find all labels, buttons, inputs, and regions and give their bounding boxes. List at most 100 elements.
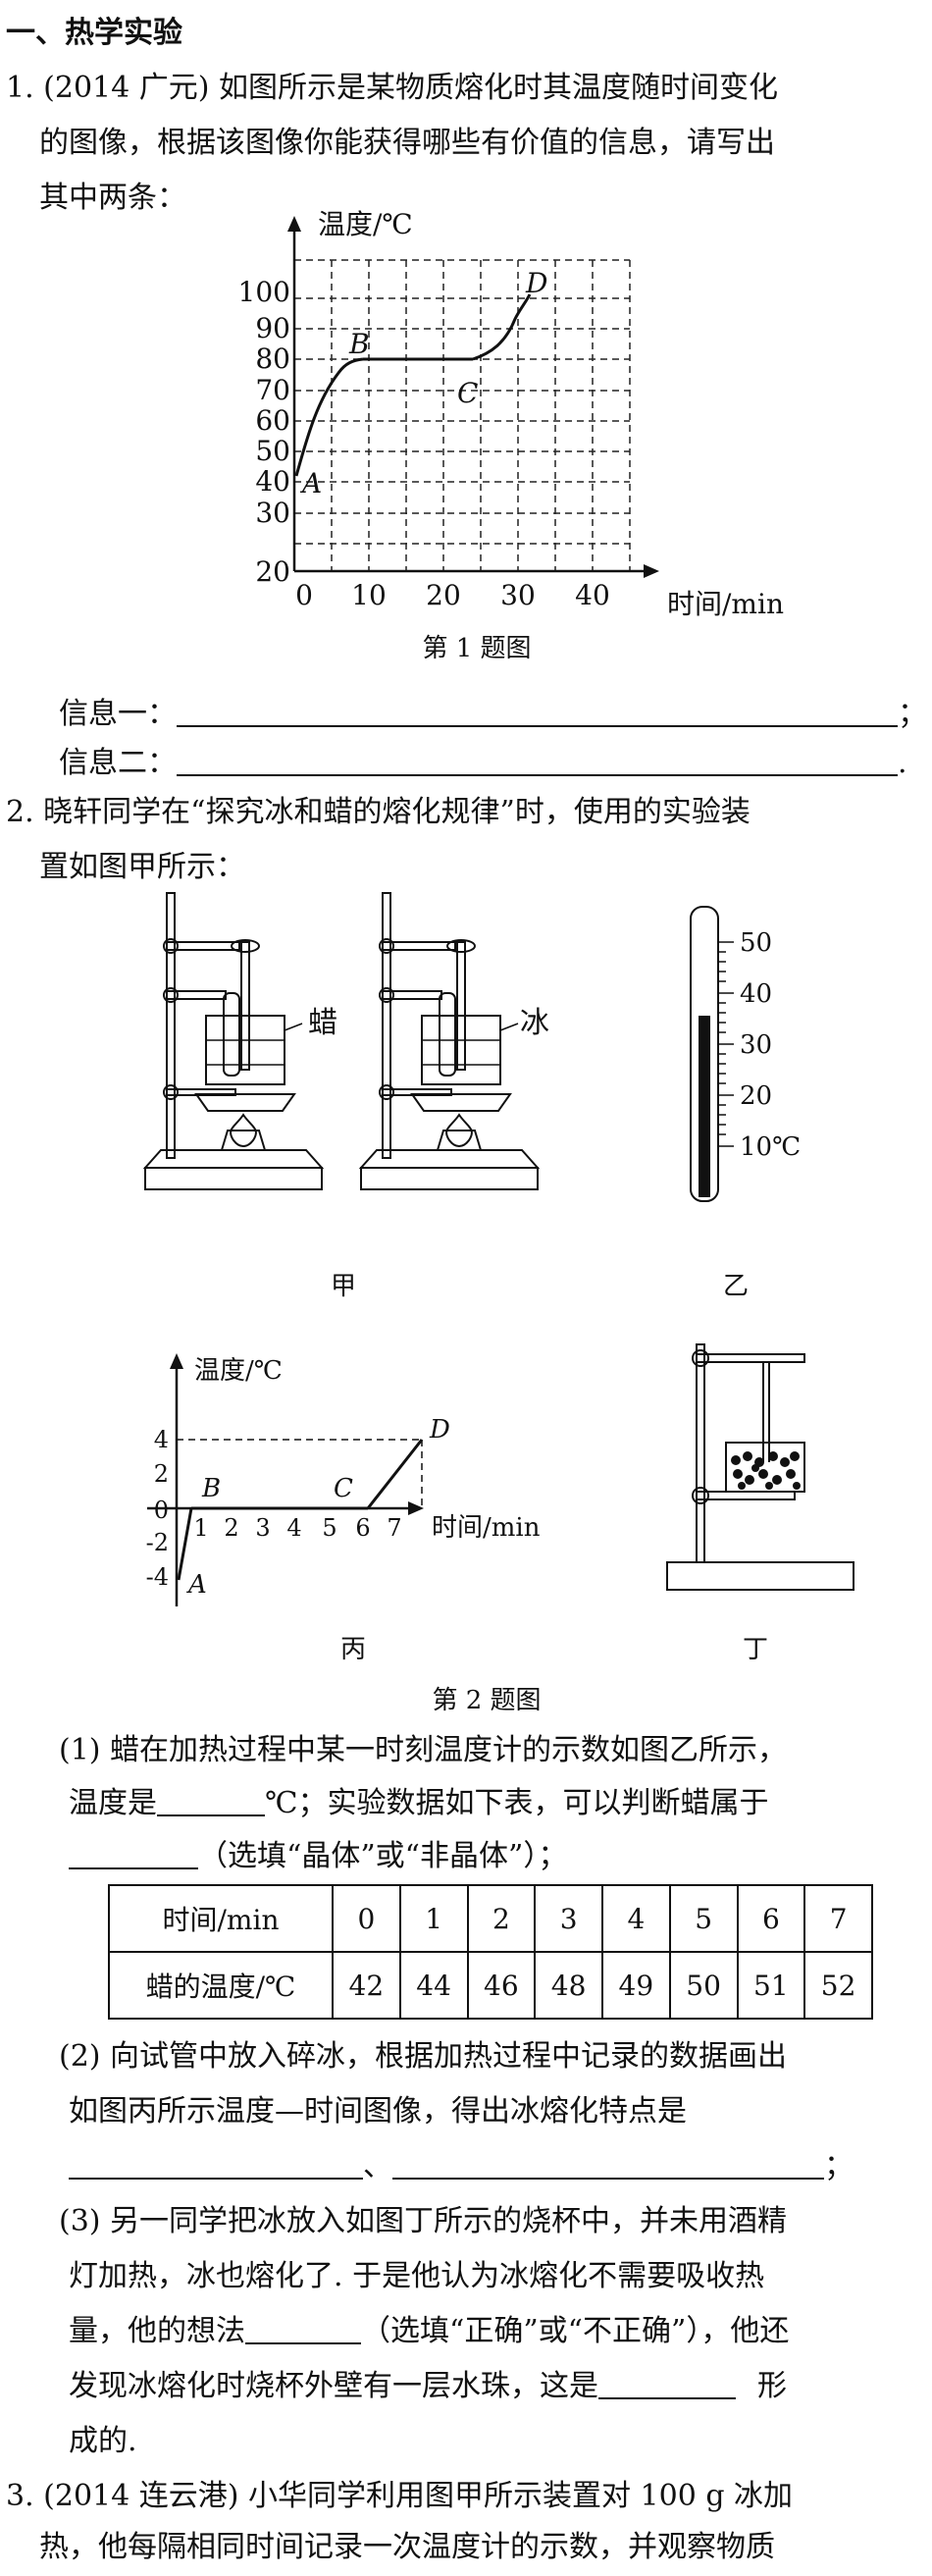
q2-p2-blank-2[interactable]	[392, 2148, 824, 2180]
q1-line-2: 的图像，根据该图像你能获得哪些有价值的信息，请写出	[39, 126, 775, 160]
q2-p3-opinion-blank[interactable]	[245, 2313, 361, 2344]
table-row: 时间/min 0 1 2 3 4 5 6 7	[108, 1884, 873, 1953]
q2-chart-bing: 温度/℃ 时间/min 4 2 0 -2 -4 1 2 3 4 5 6 7 A …	[146, 1353, 541, 1606]
q1-x-tick: 20	[426, 579, 461, 611]
table-header-cell: 7	[803, 1884, 873, 1953]
data-table: 时间/min 0 1 2 3 4 5 6 7 蜡的温度/℃ 42 44 46 4…	[108, 1884, 873, 2020]
q2-y-arrow	[170, 1353, 183, 1369]
q3-line-1: 3. (2014 连云港) 小华同学利用图甲所示装置对 100 g 冰加	[6, 2479, 794, 2513]
q2-p1-type-blank[interactable]	[69, 1838, 198, 1869]
table-header-cell: 5	[668, 1884, 739, 1953]
table-header-cell: 0	[332, 1884, 401, 1953]
table-header-cell: 6	[736, 1884, 806, 1953]
q2-x-arrow	[408, 1501, 424, 1515]
thermo-tick: 10℃	[740, 1132, 801, 1162]
q1-y-tick: 20	[255, 555, 290, 588]
thermo-tick: 50	[740, 928, 772, 958]
q1-chart-grid	[294, 259, 631, 571]
q1-info1-label: 信息一：	[59, 697, 177, 731]
q2-p3-line-1: (3) 另一同学把冰放入如图丁所示的烧杯中，并未用酒精	[59, 2204, 788, 2238]
thermo-tick: 20	[740, 1081, 772, 1111]
table-header-cell: 1	[398, 1884, 469, 1953]
q1-info2-end: .	[898, 746, 907, 780]
q2-x-tick: 2	[224, 1514, 238, 1542]
table-cell: 44	[398, 1951, 469, 2020]
q2-p1-line-1: (1) 蜡在加热过程中某一时刻温度计的示数如图乙所示，	[59, 1733, 788, 1767]
q2-p2-line-3: 、；	[69, 2139, 854, 2194]
q2-p2-end: ；	[824, 2149, 854, 2183]
q2-p2-sep: 、	[363, 2149, 392, 2183]
q2-y-label: 温度/℃	[194, 1356, 283, 1386]
q1-y-tick: 60	[255, 404, 290, 437]
q1-point-label: B	[348, 328, 370, 360]
q2-p3-line-4: 发现冰熔化时烧杯外壁有一层水珠，这是形	[69, 2359, 787, 2414]
q2-p2-blank-1[interactable]	[69, 2148, 363, 2180]
apparatus-beaker	[666, 1343, 854, 1591]
q2-x-tick: 5	[322, 1514, 337, 1542]
q1-line-1: 1. (2014 广元) 如图所示是某物质熔化时其温度随时间变化	[6, 71, 778, 105]
q2-p3-text-c: 发现冰熔化时烧杯外壁有一层水珠，这是	[69, 2369, 598, 2403]
q1-curve-ab	[294, 357, 364, 477]
label-jia: 甲	[330, 1272, 356, 1301]
thermo-tick: 30	[740, 1030, 772, 1060]
q1-y-arrow	[287, 216, 301, 232]
q1-x-tick: 0	[295, 579, 313, 611]
label-yi: 乙	[722, 1272, 749, 1301]
label-wax: 蜡	[308, 1006, 337, 1040]
q2-p1-text-b: ℃；实验数据如下表，可以判断蜡属于	[265, 1786, 769, 1820]
q1-y-tick: 90	[255, 312, 290, 344]
section-title: 一、热学实验	[6, 16, 182, 50]
q2-p3-text-b: （选填“正确”或“不正确”），他还	[361, 2314, 790, 2348]
q1-x-label: 时间/min	[667, 588, 784, 620]
q2-point-label: B	[201, 1474, 221, 1503]
q2-caption: 第 2 题图	[432, 1686, 542, 1715]
table-cell: 46	[466, 1951, 537, 2020]
table-cell: 50	[668, 1951, 739, 2020]
q2-point-label: C	[334, 1474, 353, 1503]
q2-line-1: 2. 晓轩同学在“探究冰和蜡的熔化规律”时，使用的实验装	[6, 795, 751, 829]
q2-x-tick: 3	[255, 1514, 270, 1542]
q1-y-tick: 70	[255, 374, 290, 406]
q2-line-2: 置如图甲所示：	[39, 850, 245, 884]
q1-y-label: 温度/℃	[318, 208, 413, 240]
q2-p1-temp-blank[interactable]	[157, 1785, 265, 1816]
q2-x-tick: 1	[193, 1514, 208, 1542]
q2-p3-process-blank[interactable]	[598, 2368, 736, 2399]
table-header-cell: 3	[534, 1884, 603, 1953]
q1-info1-blank[interactable]	[177, 696, 898, 727]
q1-y-tick: 40	[255, 465, 290, 498]
q1-caption: 第 1 题图	[422, 634, 532, 663]
table-header-cell: 4	[601, 1884, 671, 1953]
apparatus-ice	[358, 892, 541, 1190]
q2-p1-text-c: （选填“晶体”或“非晶体”）；	[198, 1839, 568, 1873]
thermometer: 50 40 30 20 10℃	[690, 906, 801, 1202]
q2-p3-line-2: 灯加热，冰也熔化了. 于是他认为冰熔化不需要吸收热	[69, 2259, 765, 2293]
table-cell: 42	[332, 1951, 401, 2020]
table-header-cell: 2	[466, 1884, 537, 1953]
q1-y-tick: 30	[255, 497, 290, 529]
q2-p3-line-5: 成的.	[69, 2424, 137, 2458]
q1-info2-row: 信息二：.	[59, 736, 907, 791]
q1-y-tick: 80	[255, 342, 290, 375]
q1-line-3: 其中两条：	[39, 181, 186, 215]
q2-x-tick: 4	[286, 1514, 301, 1542]
q2-p1-line-3: （选填“晶体”或“非晶体”）；	[69, 1829, 567, 1884]
q2-p3-line-3: 量，他的想法（选填“正确”或“不正确”），他还	[69, 2304, 789, 2359]
q1-info2-blank[interactable]	[177, 745, 898, 776]
q1-y-tick: 100	[238, 276, 290, 308]
q1-info2-label: 信息二：	[59, 746, 177, 780]
q1-x-tick: 10	[351, 579, 387, 611]
table-cell: 49	[601, 1951, 671, 2020]
q2-seg-ab	[177, 1507, 193, 1581]
q2-p1-line-2: 温度是℃；实验数据如下表，可以判断蜡属于	[69, 1776, 769, 1831]
table-cell: 51	[736, 1951, 806, 2020]
label-bing: 丙	[339, 1635, 366, 1664]
q2-p2-line-1: (2) 向试管中放入碎冰，根据加热过程中记录的数据画出	[59, 2039, 788, 2074]
table-header-cell: 时间/min	[108, 1884, 334, 1953]
q1-point-label: C	[457, 377, 478, 409]
table-cell: 48	[534, 1951, 603, 2020]
q1-info1-end: ；	[898, 697, 927, 731]
apparatus-wax	[142, 892, 325, 1190]
q1-point-label: A	[299, 467, 322, 499]
q1-x-tick: 40	[575, 579, 610, 611]
